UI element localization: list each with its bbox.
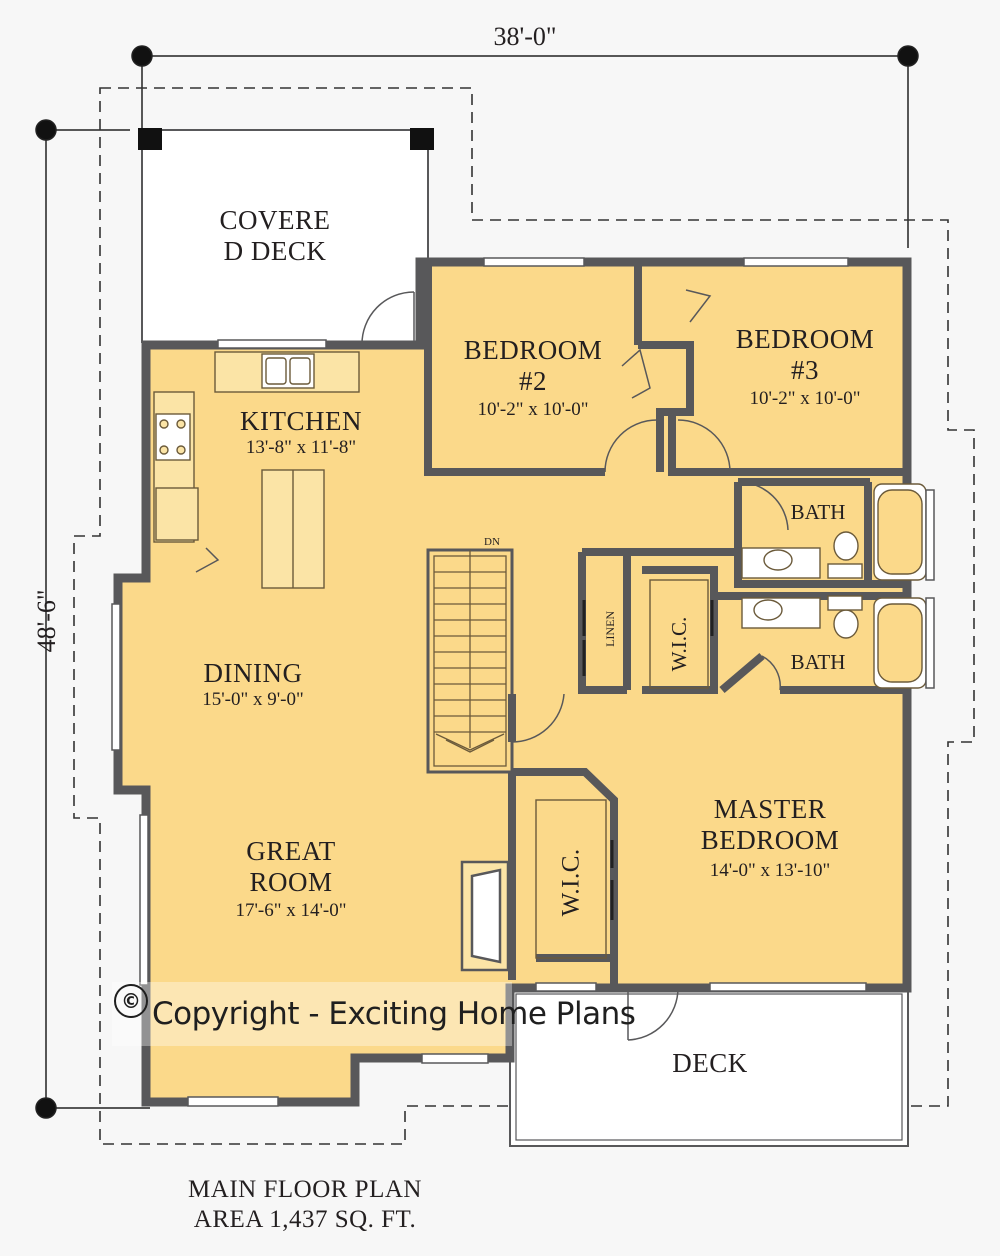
linen-label: LINEN: [603, 610, 618, 647]
depth-dimension: 48'-6": [32, 589, 62, 653]
copyright-text: Copyright - Exciting Home Plans: [152, 996, 636, 1032]
dining-name: DINING: [203, 658, 303, 688]
bedroom2-size: 10'-2" x 10'-0": [477, 399, 589, 421]
master-line2: BEDROOM: [700, 825, 840, 856]
bedroom3-size: 10'-2" x 10'-0": [749, 388, 861, 410]
bedroom3-label: BEDROOM #3 10'-2" x 10'-0": [710, 324, 900, 410]
bath-lower-label: BATH: [790, 650, 846, 674]
kitchen-size: 13'-8" x 11'-8": [245, 437, 357, 459]
bedroom2-label: BEDROOM #2 10'-2" x 10'-0": [438, 335, 628, 421]
dimension-lines: [35, 45, 919, 1119]
roof-outline: [73, 87, 975, 1145]
kitchen-label: KITCHEN 13'-8" x 11'-8": [196, 406, 406, 459]
kitchen-counters: [153, 351, 360, 589]
bath-upper-label: BATH: [790, 500, 846, 524]
great-room-label: GREAT ROOM 17'-6" x 14'-0": [186, 836, 396, 922]
closet-shelves: [535, 579, 709, 959]
plan-title: MAIN FLOOR PLAN: [188, 1176, 422, 1203]
kitchen-name: KITCHEN: [240, 406, 362, 436]
covered-deck-line1: COVERE: [219, 205, 331, 235]
dining-size: 15'-0" x 9'-0": [202, 689, 304, 711]
fireplace: [460, 860, 510, 972]
closet-doors: [582, 600, 714, 920]
great-room-size: 17'-6" x 14'-0": [235, 900, 347, 922]
windows: [111, 257, 935, 1107]
copyright-backdrop: [112, 982, 512, 1046]
interior-walls: [424, 266, 903, 985]
dim-marker: [897, 45, 919, 67]
dining-label: DINING 15'-0" x 9'-0": [168, 658, 338, 711]
deck-label: DECK: [672, 1048, 748, 1078]
master-line1: MASTER: [713, 794, 827, 824]
plan-area: AREA 1,437 SQ. FT.: [193, 1206, 417, 1233]
covered-deck-line2: D DECK: [223, 236, 327, 267]
copyright-symbol: ©: [114, 984, 148, 1018]
dim-marker: [35, 1097, 57, 1119]
stair: [426, 548, 514, 774]
master-size: 14'-0" x 13'-10": [709, 860, 831, 882]
dim-marker: [131, 45, 153, 67]
great-room-line2: ROOM: [249, 867, 333, 898]
bedroom3-line2: #3: [791, 355, 819, 386]
master-bedroom-label: MASTER BEDROOM 14'-0" x 13'-10": [665, 794, 875, 882]
covered-deck-label: COVERE D DECK: [180, 205, 370, 267]
stair-down-label: DN: [484, 536, 500, 548]
width-dimension: 38'-0": [493, 22, 557, 51]
wic-small-label: W.I.C.: [666, 616, 691, 672]
bedroom2-line1: BEDROOM: [463, 335, 603, 365]
dim-marker: [35, 119, 57, 141]
bedroom3-line1: BEDROOM: [735, 324, 875, 354]
bath-fixtures: [741, 483, 927, 689]
bedroom2-line2: #2: [519, 366, 547, 397]
rear-deck: [509, 987, 909, 1147]
door-swings: [195, 289, 789, 1041]
great-room-line1: GREAT: [246, 836, 336, 866]
wic-master-label: W.I.C.: [557, 848, 585, 917]
